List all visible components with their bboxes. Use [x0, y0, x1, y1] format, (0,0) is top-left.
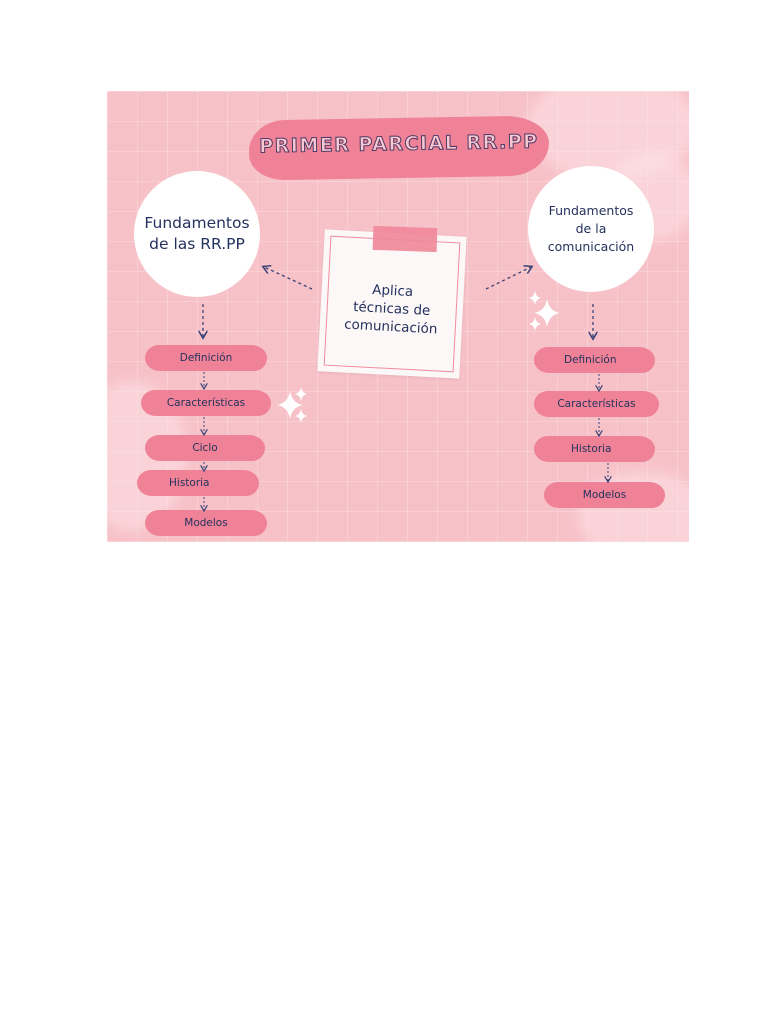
sparkle-icon	[529, 291, 560, 331]
right-topic-circle: Fundamentos de la comunicación	[528, 166, 654, 292]
left-item-label: Historia	[169, 477, 210, 489]
right-item-label: Características	[557, 398, 636, 410]
right-item-historia: Historia	[534, 436, 655, 462]
right-topic-line-2: de la	[575, 220, 607, 236]
right-item-label: Definición	[564, 354, 617, 366]
mind-map-board: PRIMER PARCIAL RR.PP Fundamentos de las …	[107, 91, 689, 542]
arrow-to-right-topic	[485, 267, 531, 290]
left-item-historia: Historia	[137, 470, 259, 496]
left-item-label: Definición	[179, 352, 233, 364]
sparkle-icon	[277, 387, 307, 423]
right-item-label: Modelos	[582, 489, 627, 501]
left-item-label: Ciclo	[192, 442, 218, 454]
right-item-definicion: Definición	[534, 347, 655, 373]
right-topic-line-1: Fundamentos	[548, 202, 634, 218]
left-item-caracteristicas: Características	[141, 390, 271, 416]
left-item-modelos: Modelos	[145, 510, 267, 536]
connector-layer	[107, 91, 689, 542]
left-topic-circle: Fundamentos de las RR.PP	[134, 171, 260, 297]
right-item-label: Historia	[571, 443, 612, 455]
left-item-definicion: Definición	[145, 345, 267, 371]
left-item-label: Modelos	[184, 517, 228, 529]
arrow-to-left-topic	[264, 267, 313, 290]
left-item-ciclo: Ciclo	[145, 435, 265, 461]
left-topic-line-1: Fundamentos	[144, 214, 250, 233]
left-topic-line-2: de las RR.PP	[149, 235, 245, 253]
right-item-modelos: Modelos	[544, 482, 665, 508]
left-item-label: Características	[166, 397, 246, 409]
right-topic-line-3: comunicación	[547, 239, 635, 255]
right-item-caracteristicas: Características	[534, 391, 659, 417]
